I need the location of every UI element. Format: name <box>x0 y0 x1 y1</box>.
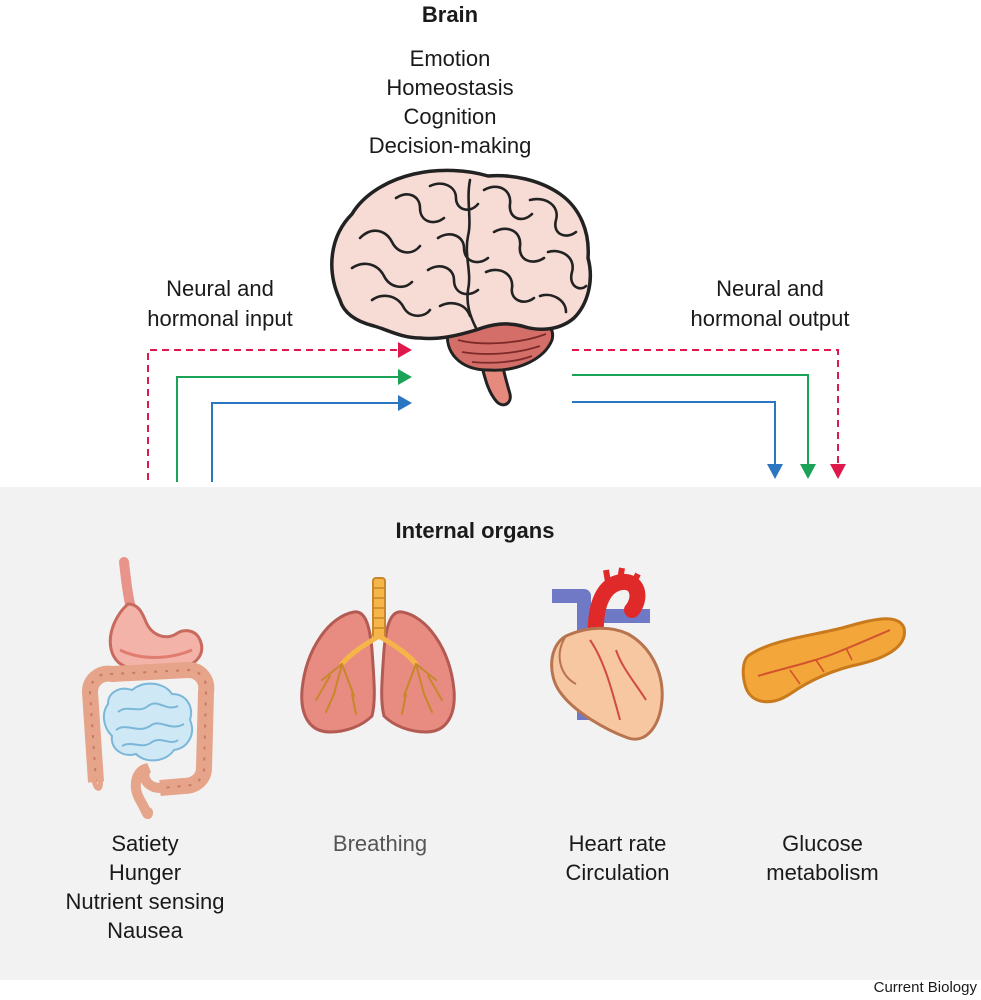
gut-function-nausea: Nausea <box>107 918 183 943</box>
heart-function-heart-rate: Heart rate <box>568 831 667 856</box>
output-pathways <box>572 349 846 479</box>
pancreas-function-glucose: Glucose <box>782 831 863 856</box>
input-red-pathway <box>147 349 398 480</box>
output-red-arrowhead <box>830 464 846 479</box>
output-green-pathway <box>572 374 809 464</box>
brain-icon <box>330 168 593 407</box>
heart-functions: Heart rate Circulation <box>525 829 710 887</box>
output-green-arrowhead <box>800 464 816 479</box>
input-blue-pathway <box>211 402 398 482</box>
gut-icon <box>82 557 215 820</box>
gut-function-hunger: Hunger <box>108 860 182 885</box>
pancreas-function-metabolism: metabolism <box>766 860 879 885</box>
input-pathways <box>147 342 412 482</box>
input-green-pathway <box>176 376 398 482</box>
output-blue-arrowhead <box>767 464 783 479</box>
pancreas-functions: Glucose metabolism <box>730 829 915 887</box>
brain-title: Brain <box>421 2 479 27</box>
input-blue-arrowhead <box>398 395 412 411</box>
brain-function-emotion: Emotion <box>409 46 491 71</box>
heart-icon <box>550 567 664 741</box>
lungs-function-breathing: Breathing <box>332 831 428 856</box>
input-green-arrowhead <box>398 369 412 385</box>
gut-functions: Satiety Hunger Nutrient sensing Nausea <box>40 829 250 945</box>
brain-functions: Emotion Homeostasis Cognition Decision-m… <box>320 44 580 160</box>
brain-function-homeostasis: Homeostasis <box>386 75 514 100</box>
brain-function-decision-making: Decision-making <box>368 133 532 158</box>
lungs-functions: Breathing <box>290 829 470 858</box>
output-blue-pathway <box>572 401 776 464</box>
pancreas-icon <box>741 617 906 704</box>
organs-title: Internal organs <box>395 518 555 543</box>
brain-function-cognition: Cognition <box>403 104 497 129</box>
input-red-arrowhead <box>398 342 412 358</box>
heart-function-circulation: Circulation <box>565 860 670 885</box>
gut-function-satiety: Satiety <box>111 831 179 856</box>
gut-function-nutrient-sensing: Nutrient sensing <box>65 889 225 914</box>
output-red-pathway <box>572 349 839 464</box>
output-label: Neural and hormonal output <box>690 276 850 331</box>
input-label: Neural and hormonal input <box>147 276 293 331</box>
credit-text: Current Biology <box>873 979 977 996</box>
lungs-icon <box>300 577 456 734</box>
